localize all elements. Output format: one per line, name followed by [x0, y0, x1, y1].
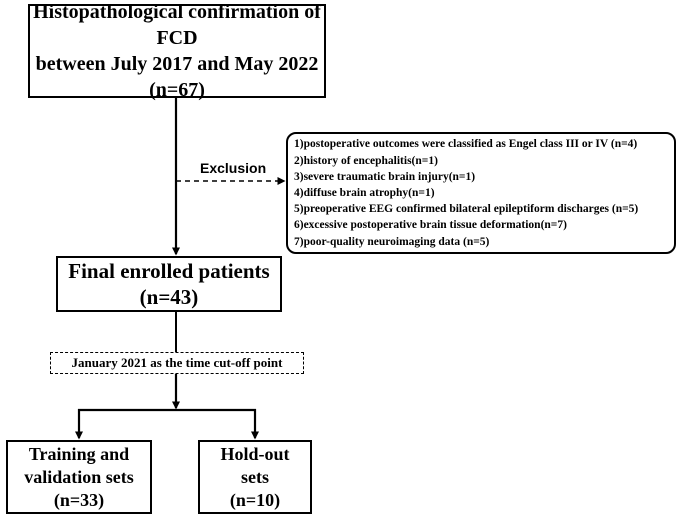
time-cutoff-text: January 2021 as the time cut-off point: [71, 355, 283, 370]
hold-out-box: Hold-out sets (n=10): [198, 440, 312, 514]
final-enrolled-count: (n=43): [139, 285, 199, 309]
time-cutoff-box: January 2021 as the time cut-off point: [50, 352, 304, 374]
confirmation-line-1: Histopathological confirmation of FCD: [33, 1, 321, 49]
exclusion-label: Exclusion: [200, 160, 267, 176]
exclusion-item: 1)postoperative outcomes were classified…: [294, 138, 638, 151]
exclusion-item: 5)preoperative EEG confirmed bilateral e…: [294, 203, 639, 216]
holdout-line-2: sets: [241, 466, 269, 487]
training-line-1: Training and: [28, 443, 130, 464]
exclusion-item: 3)severe traumatic brain injury(n=1): [294, 170, 476, 183]
final-enrolled-box: Final enrolled patients (n=43): [56, 256, 282, 312]
training-count: (n=33): [53, 489, 105, 510]
holdout-line-1: Hold-out: [220, 443, 290, 464]
confirmation-line-2: between July 2017 and May 2022: [35, 53, 319, 75]
exclusion-item: 4)diffuse brain atrophy(n=1): [294, 186, 435, 199]
final-enrolled-title: Final enrolled patients: [68, 259, 270, 283]
training-validation-box: Training and validation sets (n=33): [6, 440, 152, 514]
exclusion-item: 7)poor-quality neuroimaging data (n=5): [294, 235, 490, 248]
exclusion-item: 6)excessive postoperative brain tissue d…: [294, 219, 567, 232]
confirmation-box: Histopathological confirmation of FCD be…: [28, 1, 326, 101]
confirmation-count: (n=67): [149, 79, 205, 101]
holdout-count: (n=10): [229, 489, 281, 510]
exclusion-item: 2)history of encephalitis(n=1): [294, 154, 438, 167]
exclusion-criteria-box: 1)postoperative outcomes were classified…: [286, 132, 676, 254]
training-line-2: validation sets: [24, 466, 134, 487]
